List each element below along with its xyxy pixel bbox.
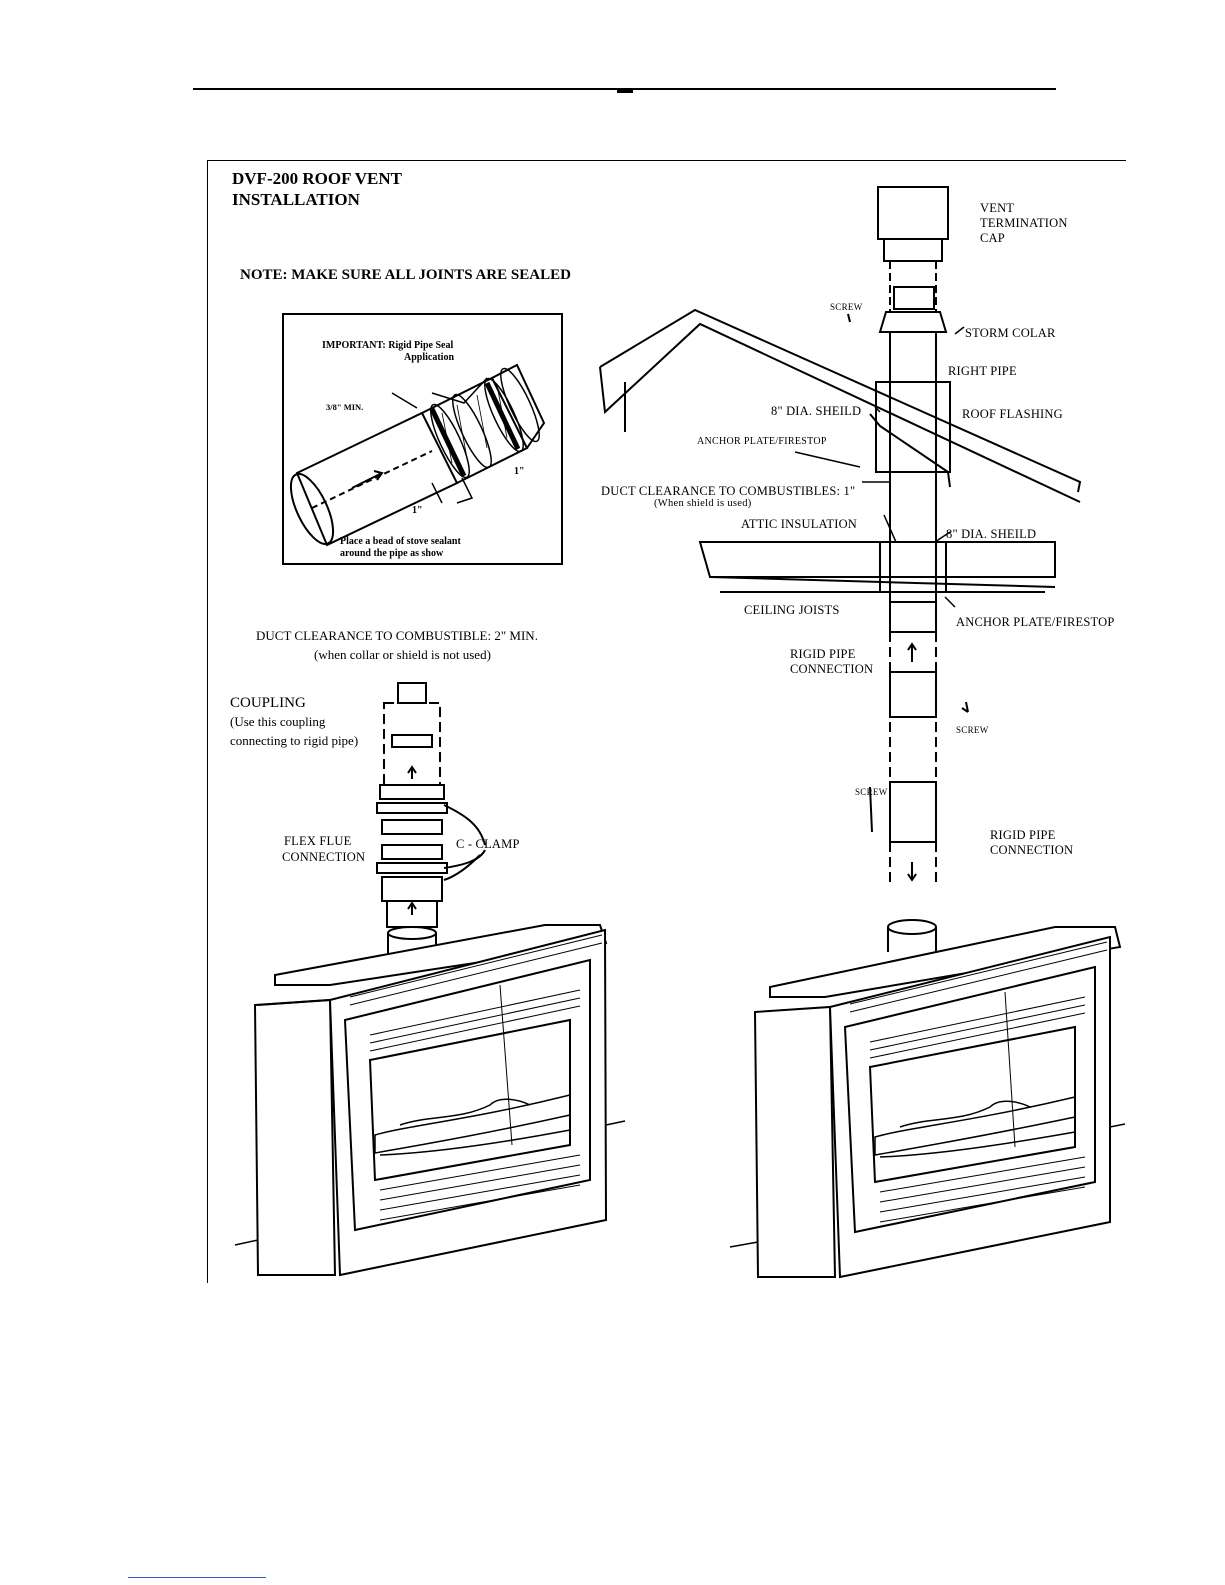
header-mark <box>617 90 633 93</box>
right-fireplace-diagram <box>599 186 1125 1279</box>
anchor-lower-label: ANCHOR PLATE/FIRESTOP <box>956 615 1115 629</box>
figure-title-line2: INSTALLATION <box>232 190 360 209</box>
storm-collar-label: STORM COLAR <box>965 326 1056 340</box>
rigid-conn-2-line1: RIGID PIPE <box>990 828 1056 842</box>
coupling-label-line1: COUPLING <box>230 695 306 711</box>
duct-clearance-line2: (When shield is used) <box>654 498 752 509</box>
figure-title-line1: DVF-200 ROOF VENT <box>232 169 402 188</box>
right-pipe-label: RIGHT PIPE <box>948 364 1017 378</box>
left-clearance-line1: DUCT CLEARANCE TO COMBUSTIBLE: 2" MIN. <box>256 628 538 643</box>
roof-flashing-label: ROOF FLASHING <box>962 407 1063 421</box>
header-rule <box>193 88 1056 90</box>
ceiling-joists-label: CEILING JOISTS <box>744 603 840 617</box>
coupling-label-line3: connecting to rigid pipe) <box>230 733 359 748</box>
vent-cap-line1: VENT <box>980 201 1015 215</box>
shield-upper-label: 8" DIA. SHEILD <box>771 404 862 418</box>
attic-insulation-label: ATTIC INSULATION <box>741 517 858 531</box>
seal-caption-line2: around the pipe as show <box>340 548 444 559</box>
duct-clearance-line1: DUCT CLEARANCE TO COMBUSTIBLES: 1" <box>601 484 856 498</box>
seal-important-line2: Application <box>404 352 455 363</box>
rigid-conn-1-line1: RIGID PIPE <box>790 647 856 661</box>
figure-frame <box>207 160 1126 1283</box>
footer-underline <box>128 1577 266 1578</box>
sealing-note: NOTE: MAKE SURE ALL JOINTS ARE SEALED <box>240 267 571 283</box>
seal-detail-diagram <box>282 313 563 565</box>
rigid-conn-1-line2: CONNECTION <box>790 662 874 676</box>
flex-flue-line1: FLEX FLUE <box>284 834 352 848</box>
seal-dim-1: 1" <box>514 466 525 477</box>
seal-min-label: 3/8" MIN. <box>326 402 364 412</box>
coupling-label-line2: (Use this coupling <box>230 714 326 729</box>
screw-label-mid: SCREW <box>956 725 989 735</box>
vent-cap-line2: TERMINATION <box>980 216 1068 230</box>
left-fireplace-diagram <box>234 682 626 1277</box>
c-clamp-label: C - CLAMP <box>456 837 520 851</box>
screw-label-top: SCREW <box>830 302 863 312</box>
left-clearance-line2: (when collar or shield is not used) <box>314 647 491 662</box>
seal-dim-2: 1" <box>412 505 423 516</box>
shield-lower-label: 8" DIA. SHEILD <box>946 527 1037 541</box>
seal-important-line1: IMPORTANT: Rigid Pipe Seal <box>322 340 454 351</box>
seal-caption-line1: Place a bead of stove sealant <box>340 536 461 547</box>
vent-cap-line3: CAP <box>980 231 1005 245</box>
flex-flue-line2: CONNECTION <box>282 850 366 864</box>
anchor-upper-label: ANCHOR PLATE/FIRESTOP <box>697 436 827 447</box>
figure-title: DVF-200 ROOF VENT INSTALLATION <box>232 168 402 210</box>
rigid-conn-2-line2: CONNECTION <box>990 843 1074 857</box>
